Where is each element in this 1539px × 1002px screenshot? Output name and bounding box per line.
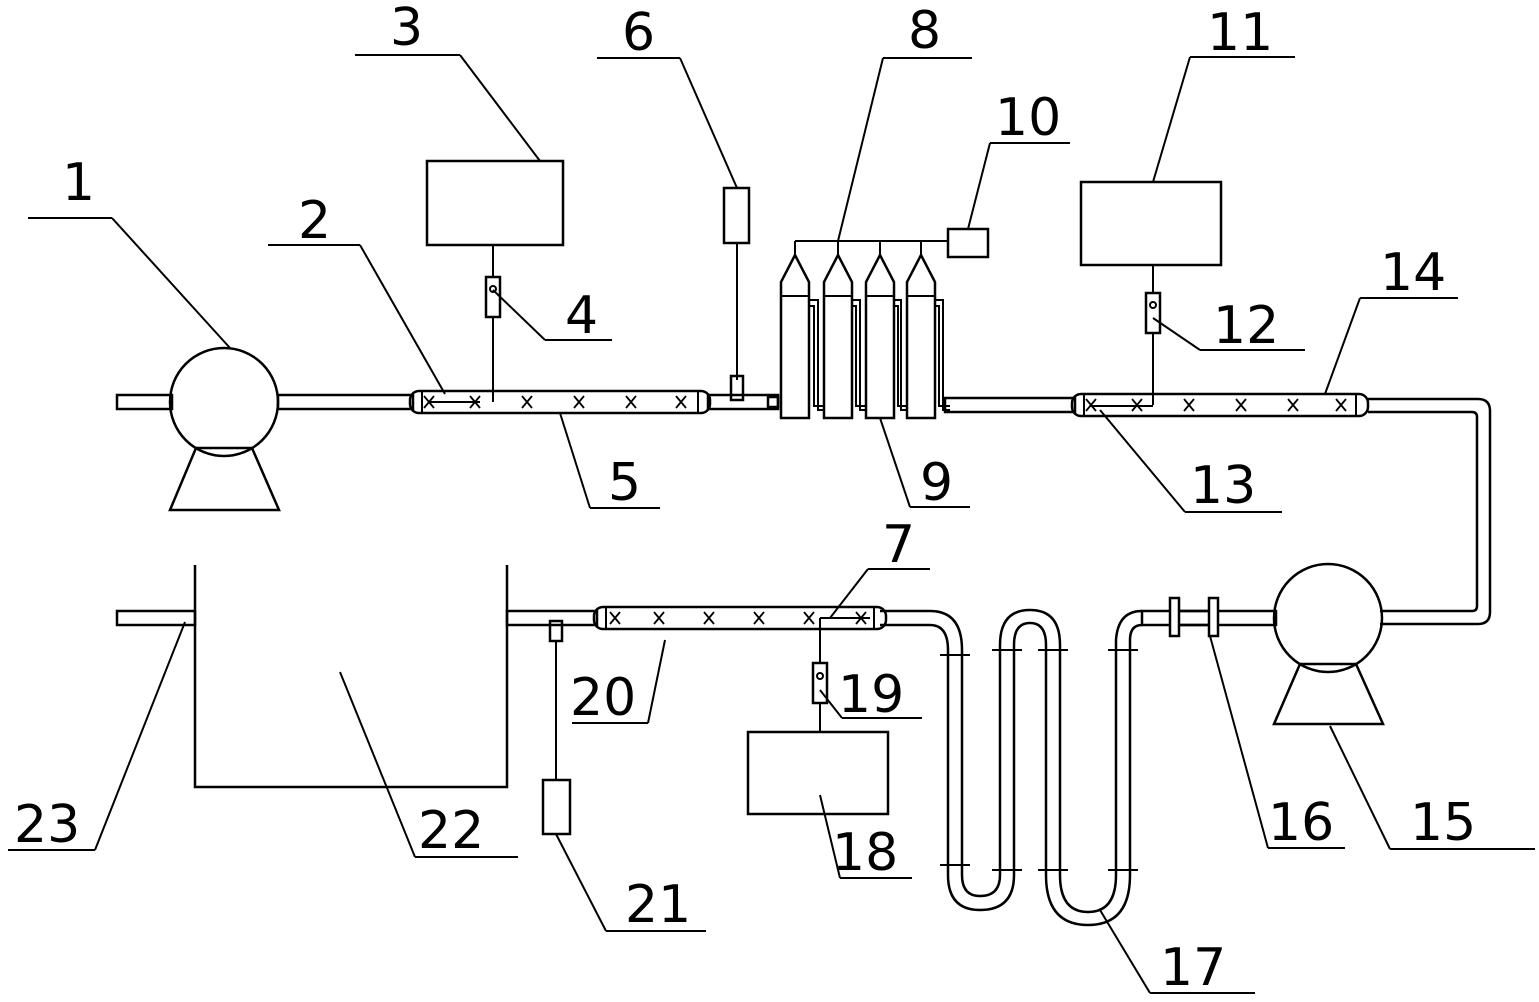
static-mixer-14: [1070, 392, 1370, 418]
label-17: 17: [1160, 938, 1226, 998]
label-5: 5: [608, 453, 641, 513]
serpentine-pipe-17: [880, 608, 1143, 927]
dosing-tank-11: [1079, 180, 1223, 405]
label-19: 19: [838, 665, 904, 725]
tank-22: [115, 565, 509, 789]
dosing-tank-18: [746, 618, 890, 816]
label-13: 13: [1190, 456, 1256, 516]
controller-10: [946, 227, 990, 259]
label-15: 15: [1410, 793, 1476, 853]
sensor-21: [541, 619, 572, 836]
label-16: 16: [1268, 793, 1334, 853]
label-7: 7: [882, 515, 915, 575]
pipe-to-tank-22: [505, 609, 599, 627]
label-22: 22: [418, 801, 484, 861]
label-10: 10: [995, 88, 1061, 148]
label-18: 18: [832, 823, 898, 883]
label-9: 9: [920, 453, 953, 513]
label-12: 12: [1213, 296, 1279, 356]
label-1: 1: [62, 153, 95, 213]
pump-1: [115, 346, 415, 512]
label-11: 11: [1207, 3, 1273, 63]
static-mixer-20: [592, 605, 888, 631]
label-8: 8: [908, 1, 941, 61]
label-14: 14: [1380, 243, 1446, 303]
pipe-to-mixer-14: [943, 396, 1077, 414]
sensor-6: [722, 186, 751, 402]
label-3: 3: [390, 0, 423, 58]
leader-lines: [8, 54, 1535, 994]
label-6: 6: [622, 3, 655, 63]
reactor-columns-9: [779, 240, 950, 420]
static-mixer-5: [408, 389, 780, 415]
label-21: 21: [625, 875, 691, 935]
label-20: 20: [570, 668, 636, 728]
pump-15: [1272, 562, 1385, 726]
label-23: 23: [14, 795, 80, 855]
callout-labels: 1 2 3 4 5 6 7 8 9 10 11 12 13 14 15 16 1…: [14, 0, 1476, 998]
dosing-tank-3: [425, 159, 565, 402]
label-4: 4: [565, 286, 598, 346]
label-2: 2: [298, 191, 331, 251]
